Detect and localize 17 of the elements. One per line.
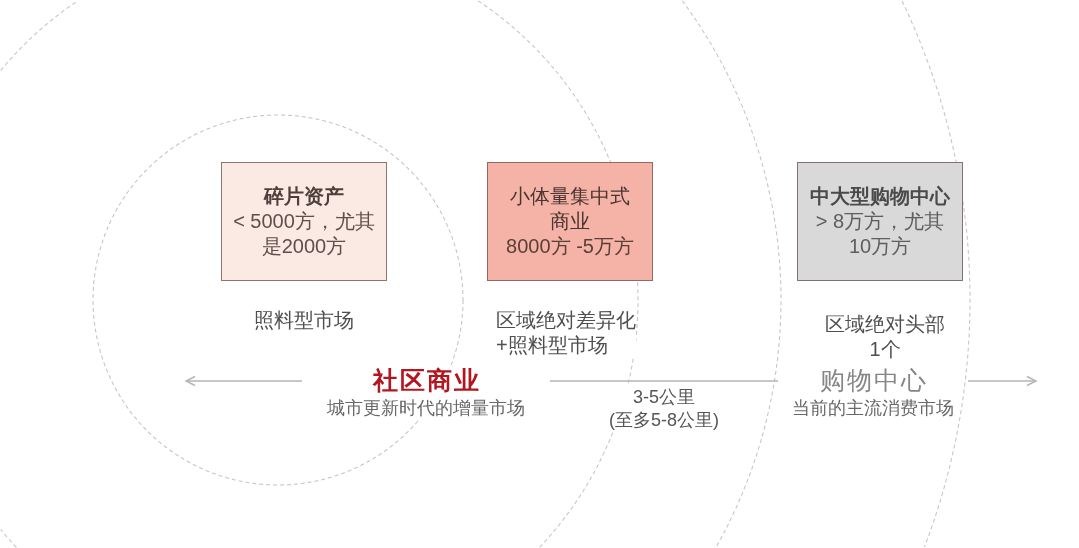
box-detail: > 8万方，尤其10万方	[814, 209, 946, 259]
zone-title: 社区商业	[371, 366, 481, 396]
market-note: 区域绝对头部1个	[823, 312, 947, 362]
arrow	[967, 375, 1037, 387]
connector-line	[549, 380, 779, 382]
distance-label: 3-5公里(至多5-8公里)	[607, 385, 721, 432]
market-note: 照料型市场	[254, 308, 354, 333]
box-title: 小体量集中式商业	[509, 184, 631, 234]
market-note: 区域绝对差异化+照料型市场	[496, 308, 636, 358]
box-detail: 8000方 -5万方	[506, 234, 634, 259]
box-detail: < 5000方，尤其是2000方	[232, 209, 376, 259]
box-title: 碎片资产	[264, 184, 344, 209]
box-title: 中大型购物中心	[810, 184, 950, 209]
arrow	[185, 375, 303, 387]
zone-title: 购物中心	[818, 366, 928, 396]
zone-subtitle: 当前的主流消费市场	[792, 396, 954, 420]
zone-subtitle: 城市更新时代的增量市场	[327, 396, 525, 420]
